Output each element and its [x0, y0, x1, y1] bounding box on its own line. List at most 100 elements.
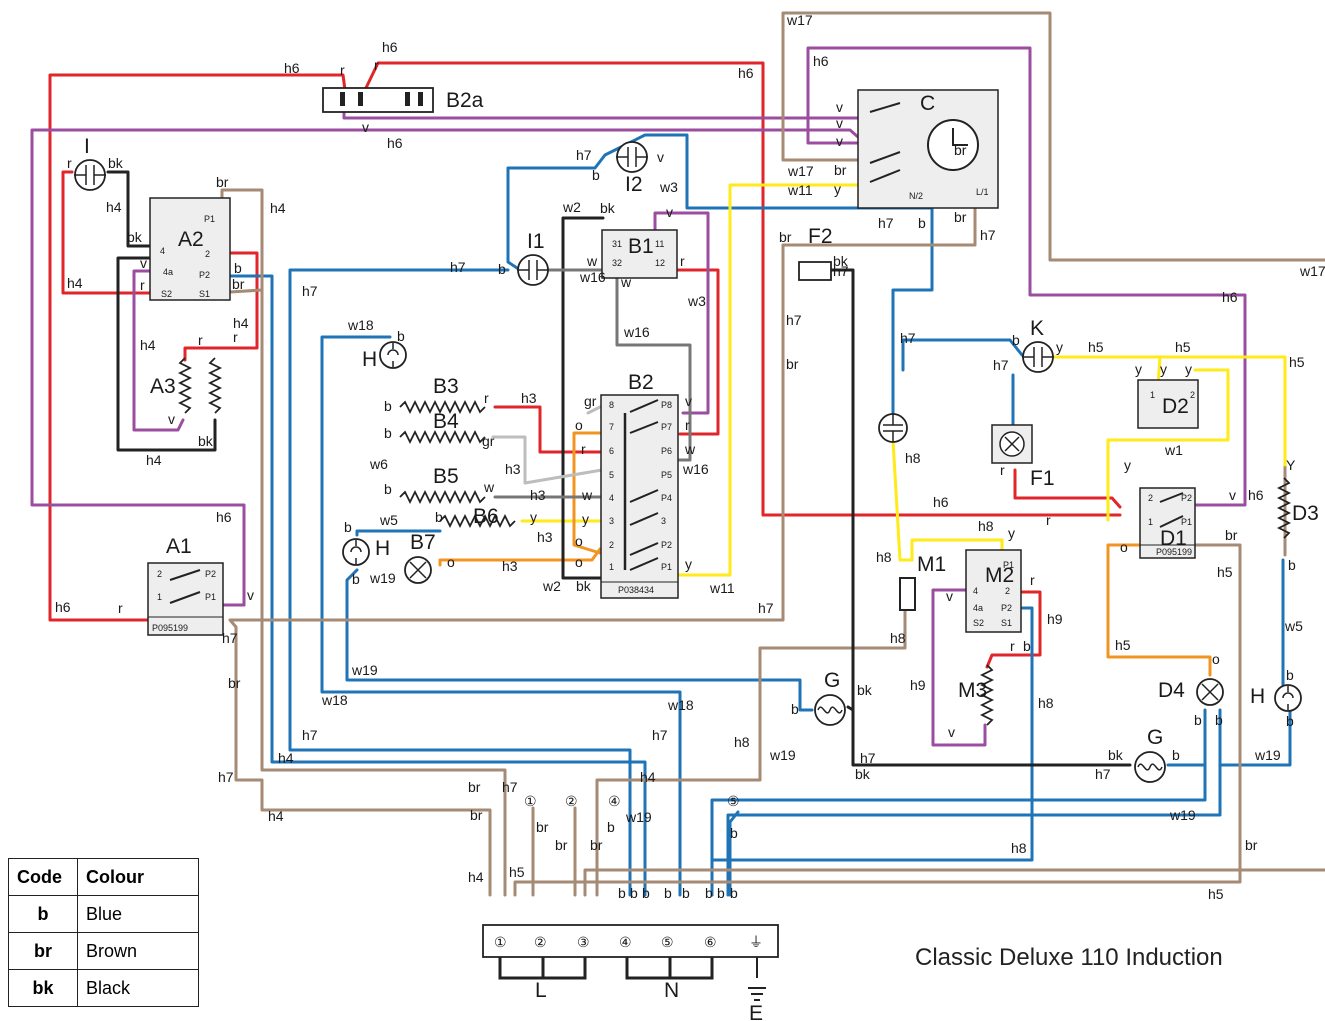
pin-d1-1: 1 [1148, 517, 1153, 527]
wire-h3-grey-b4 [491, 404, 604, 485]
pin-c-l1: L/1 [976, 187, 989, 197]
cc-br-3: br [228, 675, 241, 691]
label-i: I [84, 135, 90, 158]
wire-h3-orange-b7 [438, 547, 602, 567]
cc-b-19: b [791, 701, 799, 717]
lamp-h-right-icon [1274, 684, 1302, 712]
cc-v-4: v [247, 587, 254, 603]
wl-h7-c: h7 [302, 283, 318, 299]
wl-w16-b: w16 [623, 324, 650, 340]
wl-h5-b: h5 [1175, 339, 1191, 355]
pin-b2-7: 7 [609, 422, 614, 432]
cc-v-10: v [836, 133, 843, 149]
cc-b-18: b [1286, 713, 1294, 729]
legend-colour: Black [77, 969, 199, 1007]
terminal-block [482, 924, 779, 958]
label-a2: A2 [178, 228, 204, 251]
wl-h4-e: h4 [140, 337, 156, 353]
pin-m2-p2: P2 [1001, 603, 1012, 613]
wire-h7-blue-i1 [288, 268, 632, 897]
label-a3: A3 [150, 375, 176, 398]
cc-r-5: r [198, 332, 203, 348]
capacitor-i2-icon [616, 141, 648, 173]
wl-h7-n: h7 [218, 769, 234, 785]
wire-h4-black-i [106, 170, 154, 248]
cc-r-10: r [581, 441, 586, 457]
label-b6: B6 [473, 505, 499, 528]
lamp-g-right-icon [1134, 751, 1166, 783]
pin-a2-p2: P2 [199, 270, 210, 280]
pin-b2-6: 6 [609, 446, 614, 456]
cc-v-5: v [657, 149, 664, 165]
wl-w18-c: w18 [667, 697, 694, 713]
pin-b2-5: 5 [609, 470, 614, 480]
label-g-right: G [1147, 726, 1163, 749]
label-l: L [535, 979, 547, 1002]
cc-b-27: b [682, 885, 690, 901]
b2a-box [322, 87, 434, 113]
wl-h5-e: h5 [1115, 637, 1131, 653]
wl-h8-c: h8 [876, 549, 892, 565]
cc-b-11: b [918, 215, 926, 231]
label-a1: A1 [166, 535, 192, 558]
wire-w19-bottom [710, 713, 1207, 897]
wl-w18-a: w18 [347, 317, 374, 333]
fan-f1-icon [999, 431, 1025, 457]
wl-h8-a: h8 [905, 450, 921, 466]
wire-w11-yellow [663, 183, 868, 577]
pin-b2-p7: P7 [661, 422, 672, 432]
label-n: N [664, 979, 679, 1002]
wire-br-h8 [595, 608, 907, 897]
cc-w-1: w [586, 253, 598, 269]
label-m3: M3 [958, 679, 987, 702]
cc-br-14: br [555, 837, 568, 853]
legend-colour: Blue [77, 895, 199, 933]
cc-b-22: b [607, 819, 615, 835]
pin-a1-p2: P2 [205, 569, 216, 579]
partno-d1: P095199 [1156, 547, 1192, 557]
cc-b-8: b [435, 509, 443, 525]
pin-m2-p1: P1 [1003, 560, 1014, 570]
label-i1: I1 [527, 230, 545, 253]
cc-b-23: b [618, 885, 626, 901]
cc-br-15: br [590, 837, 603, 853]
label-b2a: B2a [446, 89, 484, 112]
cc-r-2: r [374, 57, 379, 73]
cc-r-8: r [680, 253, 685, 269]
wl-h3-a: h3 [521, 390, 537, 406]
pin-b2-p2: P2 [661, 540, 672, 550]
wl-h8-f: h8 [734, 734, 750, 750]
label-b3: B3 [433, 375, 459, 398]
cc-b-15: b [1194, 712, 1202, 728]
switch-a2-box [149, 197, 231, 301]
cc-b-2: b [592, 167, 600, 183]
pin-b2-p4: P4 [661, 493, 672, 503]
wl-w3-b: w3 [687, 293, 706, 309]
wl-h7-g: h7 [786, 312, 802, 328]
pin-a2-2: 2 [205, 249, 210, 259]
cc-b-30: b [730, 885, 738, 901]
legend-code-header: Code [8, 858, 78, 896]
wl-h5-a: h5 [1088, 339, 1104, 355]
cc-br-7: br [779, 229, 792, 245]
cc-r-7: r [118, 600, 123, 616]
pin-b1-12: 12 [655, 258, 665, 268]
wl-h6-c: h6 [738, 65, 754, 81]
legend-colour-header: Colour [77, 858, 199, 896]
wire-h4-black-a3 [116, 256, 217, 452]
cc-r-9: r [484, 390, 489, 406]
wl-h7-a: h7 [576, 147, 592, 163]
wl-h6-h: h6 [1248, 487, 1264, 503]
cc-br-13: br [536, 819, 549, 835]
label-d1: D1 [1160, 527, 1187, 550]
pin-b2-2: 2 [609, 540, 614, 550]
cc-bk-8: bk [855, 766, 871, 782]
wl-h8-e: h8 [1038, 695, 1054, 711]
wl-w17-b: w17 [787, 163, 814, 179]
pin-m2-4: 4 [973, 586, 978, 596]
wl-h5-c: h5 [1289, 354, 1305, 370]
cc-r-1: r [340, 62, 345, 78]
cc-bk-1: bk [108, 155, 124, 171]
cc-bk-2: bk [127, 229, 143, 245]
wl-w17-a: w17 [786, 12, 813, 28]
